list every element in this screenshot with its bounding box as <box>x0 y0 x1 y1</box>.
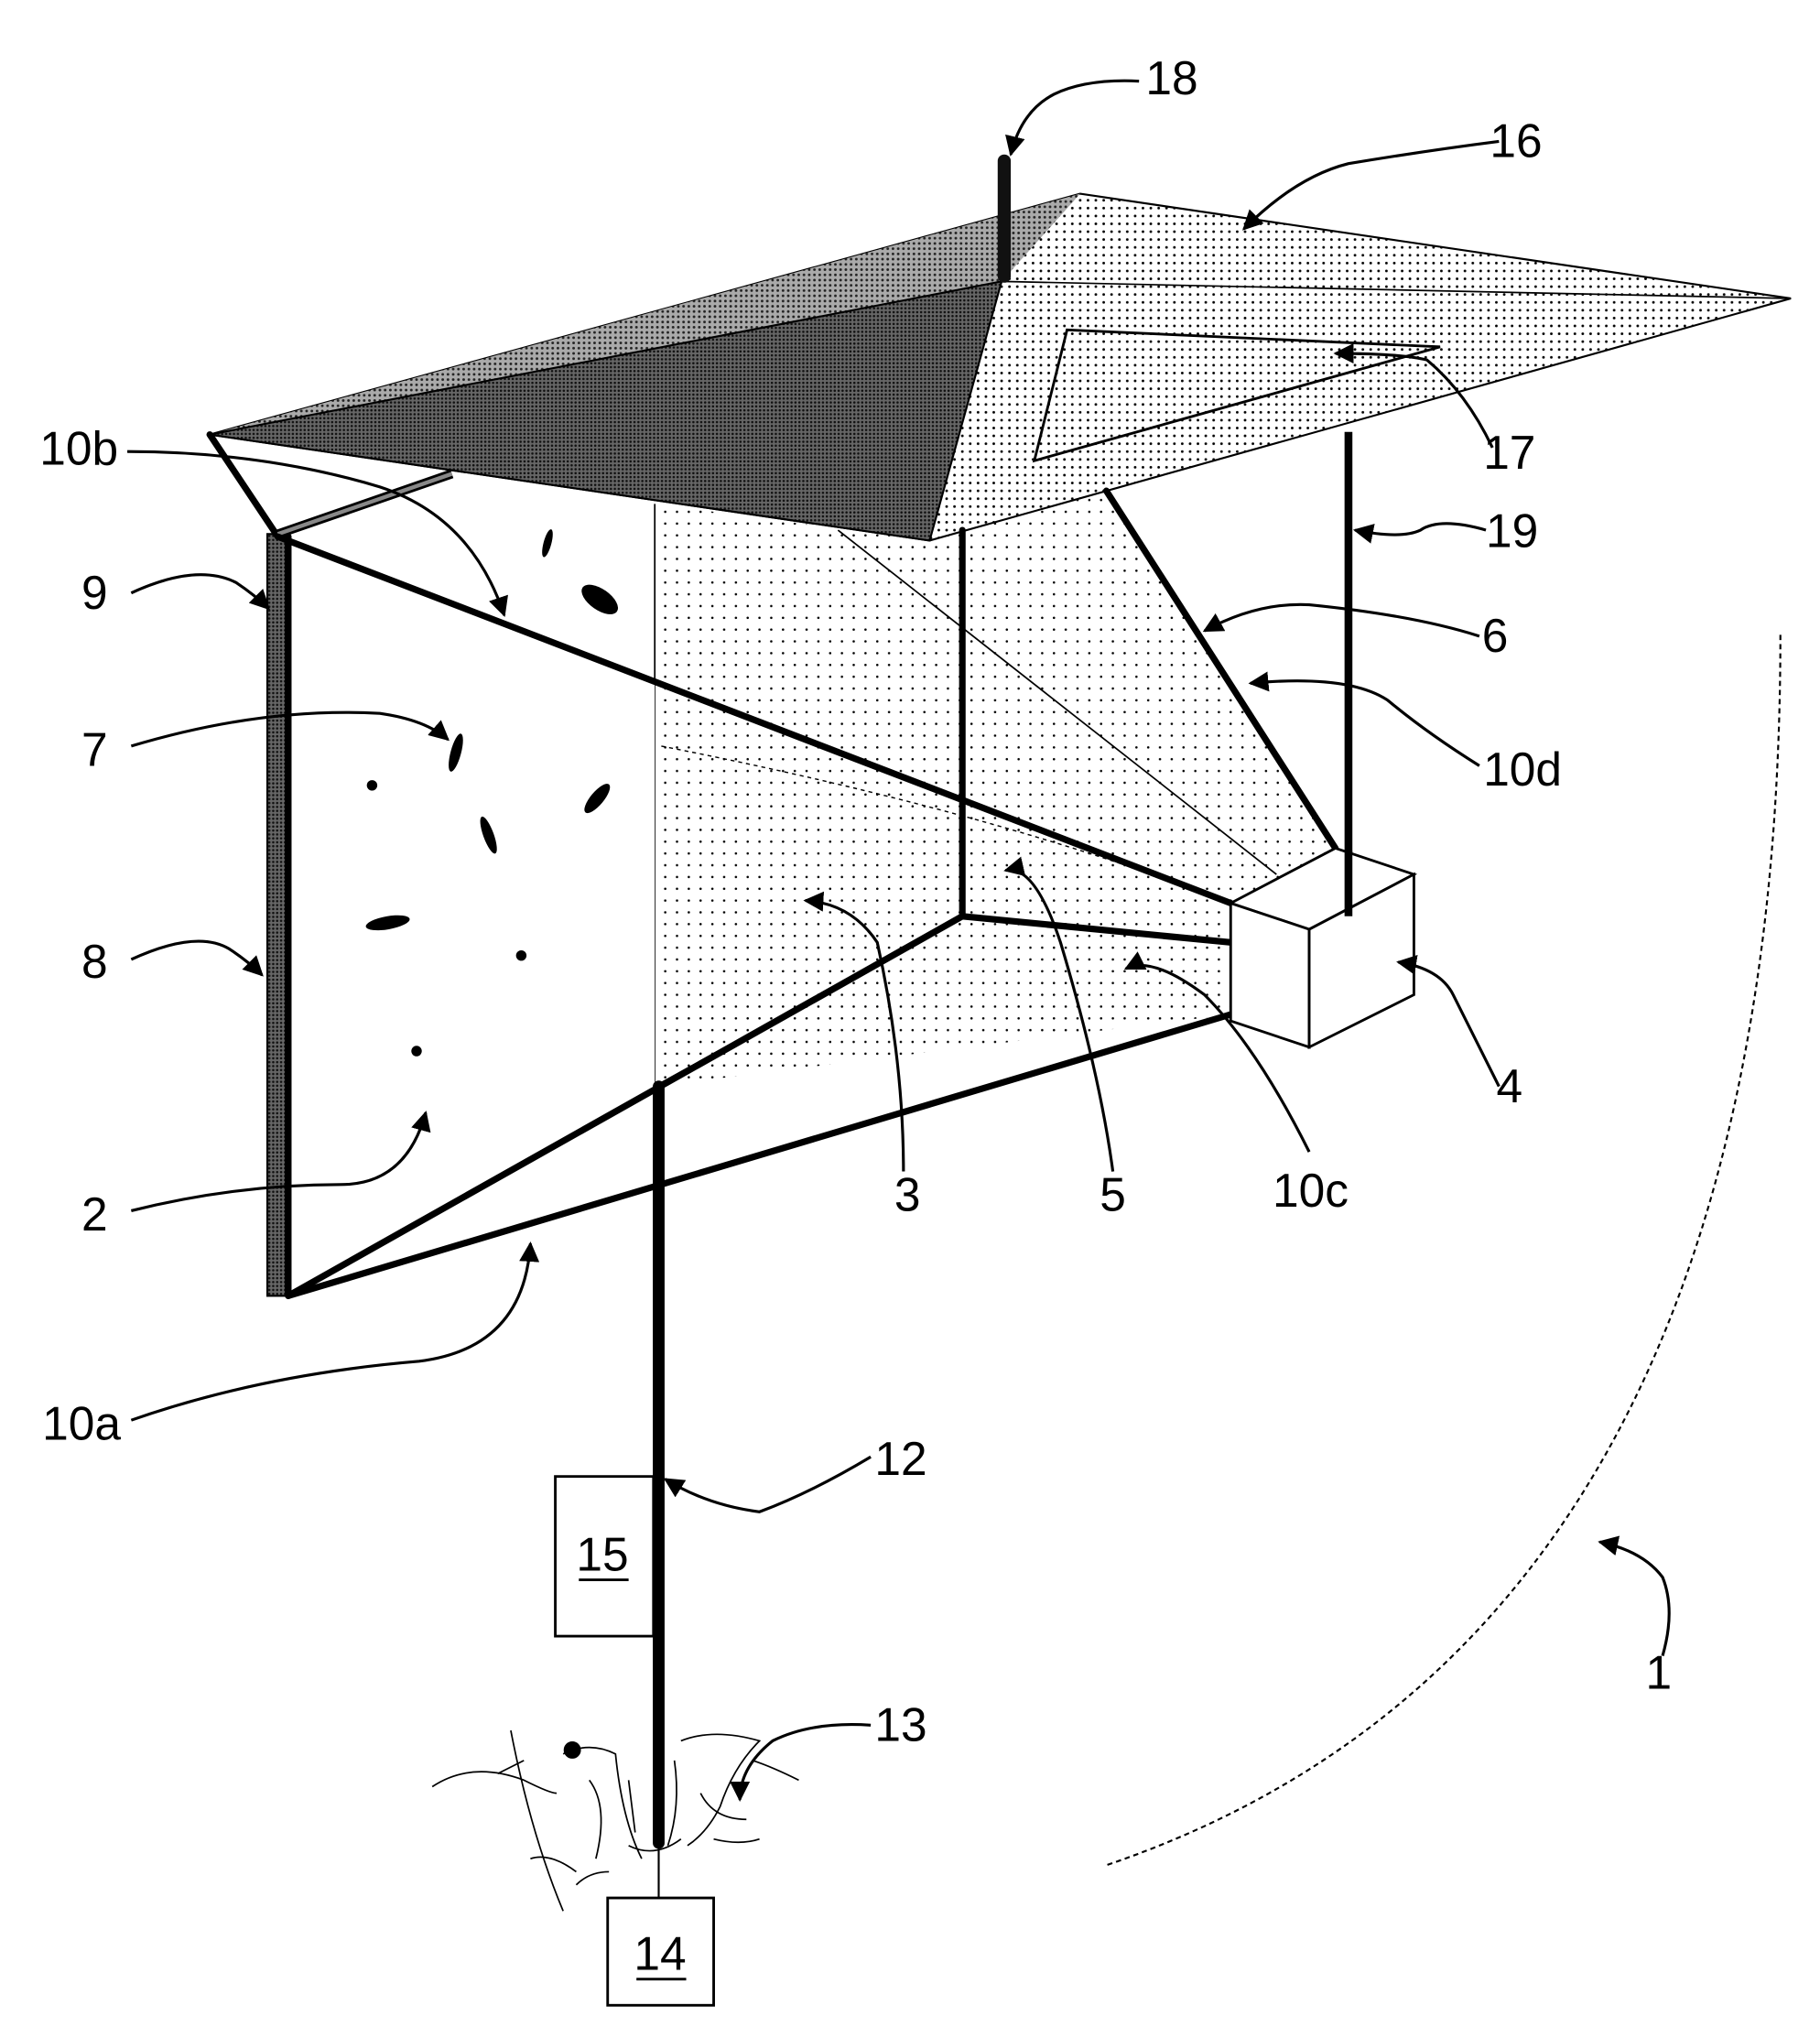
frame-10d <box>1102 487 1339 852</box>
label-10d: 10d <box>1483 743 1562 796</box>
roof-left-half <box>210 193 1080 435</box>
frame-10b <box>274 533 1234 907</box>
frame-10a <box>285 1011 1234 1299</box>
ground-vegetation-13 <box>431 1729 799 1912</box>
label-18: 18 <box>1145 51 1197 104</box>
box-15 <box>554 1475 655 1638</box>
particles-7 <box>365 529 619 1057</box>
label-5: 5 <box>1100 1167 1126 1220</box>
dashed-line <box>661 745 1231 905</box>
roof-shaded-triangle <box>209 279 1003 542</box>
label-14: 14 <box>634 1927 686 1980</box>
leader-lines <box>127 79 1671 1803</box>
frame-10b-upper <box>206 431 282 540</box>
label-3: 3 <box>894 1167 921 1220</box>
label-2: 2 <box>81 1187 108 1241</box>
label-19: 19 <box>1486 504 1538 558</box>
label-13: 13 <box>874 1697 926 1751</box>
label-6: 6 <box>1482 609 1509 662</box>
roof-ridge <box>1002 280 1792 299</box>
label-7: 7 <box>81 722 108 775</box>
antenna-18 <box>997 154 1012 283</box>
label-15: 15 <box>576 1528 628 1581</box>
label-1: 1 <box>1645 1645 1672 1698</box>
label-12: 12 <box>874 1432 926 1485</box>
label-4: 4 <box>1496 1059 1522 1112</box>
system-boundary-1 <box>1106 634 1782 1867</box>
label-16: 16 <box>1490 114 1542 168</box>
label-9: 9 <box>81 566 108 619</box>
label-8: 8 <box>81 935 108 988</box>
solar-panel-17 <box>1032 328 1441 463</box>
frame-10c <box>959 913 1234 946</box>
label-10a: 10a <box>42 1397 121 1450</box>
label-17: 17 <box>1483 426 1535 479</box>
panel-2 <box>287 537 655 1296</box>
label-10c: 10c <box>1273 1164 1349 1217</box>
membrane-fold <box>837 529 1277 875</box>
device-box-4 <box>1227 846 1418 1050</box>
box-14 <box>606 1896 715 2007</box>
frame-bar-8 <box>265 533 287 1297</box>
label-10b: 10b <box>39 422 118 475</box>
